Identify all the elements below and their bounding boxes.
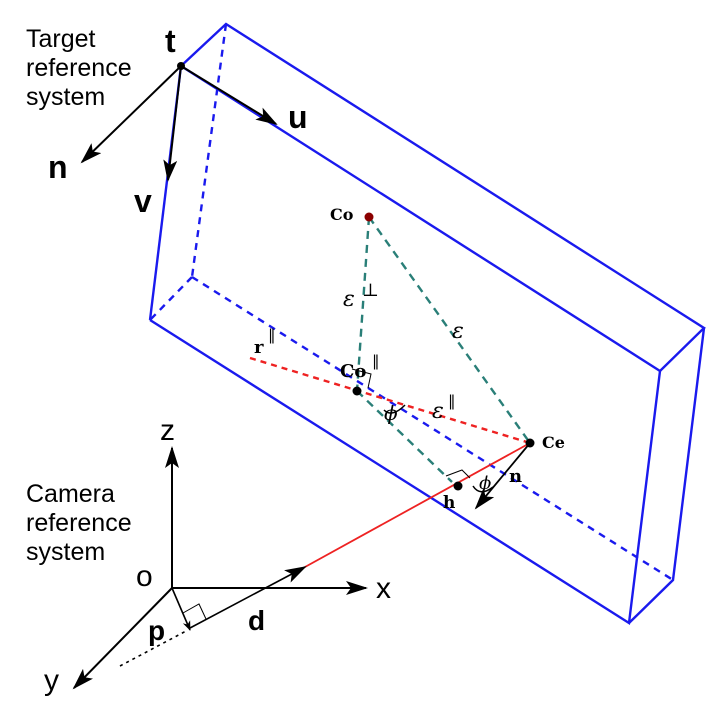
co-label: Co: [330, 205, 354, 224]
right-angle-marker: [182, 603, 207, 620]
target-label-1: Target: [26, 25, 96, 53]
camera-ray: [304, 442, 531, 568]
box-edge: [149, 318, 662, 626]
n-axis-arrow: [80, 65, 182, 164]
eps-par-label: ε: [432, 399, 444, 424]
p-label: p: [148, 615, 165, 646]
camera-label-1: Camera: [26, 480, 115, 508]
error-lines: [355, 216, 531, 483]
eps-perp-sup: ⊥: [362, 280, 379, 301]
p-arrow: [171, 587, 191, 631]
d-arrow: [189, 566, 307, 629]
eps-perp-label: ε: [343, 287, 355, 312]
u-axis-arrow: [180, 65, 278, 126]
phi-label: ϕ: [384, 401, 398, 425]
y-label: y: [44, 664, 59, 697]
co-par-point: [352, 386, 362, 396]
o-label: o: [136, 560, 153, 593]
h-label: h: [443, 493, 455, 513]
h-point: [453, 481, 463, 491]
normal-label: n: [509, 466, 522, 487]
target-axes: [80, 65, 278, 182]
v-label: v: [134, 183, 152, 219]
box-edge: [628, 327, 706, 624]
r-par-label: r: [254, 337, 264, 358]
n-label: n: [48, 149, 68, 185]
r-par-sup: ‖: [268, 326, 276, 344]
phi-arc: [383, 404, 406, 414]
z-label: z: [160, 414, 175, 447]
co-point: [364, 212, 374, 222]
ce-label: Ce: [542, 433, 565, 452]
box-hidden-edges: [149, 23, 674, 582]
v-axis-arrow: [163, 65, 182, 182]
target-box: [148, 22, 706, 626]
ce-point: [525, 438, 535, 448]
eps-par-sup: ‖: [448, 392, 456, 410]
y-axis-arrow: [72, 587, 173, 690]
phi-label-2: ϕ: [479, 473, 491, 494]
right-angle-marker: [351, 368, 372, 389]
normal-arrow: [474, 442, 531, 510]
co-par-label: Co: [340, 361, 366, 382]
t-point: [177, 62, 185, 70]
r-par-line: [249, 356, 531, 445]
x-label: x: [376, 572, 391, 605]
target-label-3: system: [26, 83, 105, 111]
camera-label-2: reference: [26, 509, 132, 537]
co-par-to-h-line: [356, 390, 453, 483]
eps-perp-line: [355, 216, 371, 392]
camera-label-3: system: [26, 538, 105, 566]
target-label-2: reference: [26, 54, 132, 82]
t-label: t: [165, 23, 176, 59]
camera-axes: [72, 446, 368, 690]
u-label: u: [288, 99, 308, 135]
d-label: d: [248, 605, 265, 636]
right-angle-marker: [445, 469, 471, 479]
d-extension-dotted: [119, 629, 189, 667]
co-par-sup: ‖: [372, 352, 380, 370]
eps-line: [368, 216, 531, 444]
eps-label: ε: [452, 319, 464, 344]
